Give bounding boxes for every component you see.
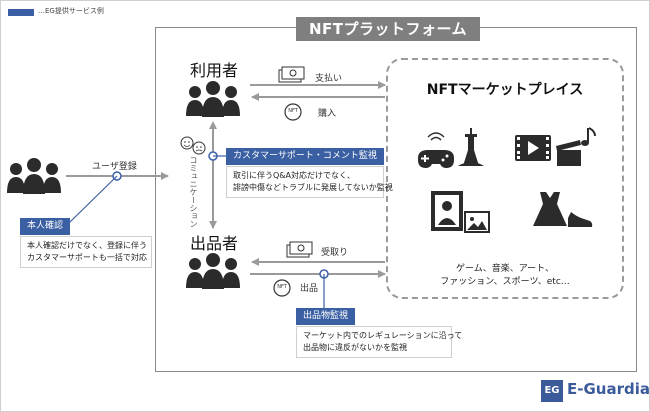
brand-name: E-Guardian (567, 380, 650, 398)
image-icon (464, 211, 490, 233)
communication-label: コミュニケーション (189, 156, 198, 228)
sneaker-icon (568, 212, 593, 227)
game-controller-icon (418, 132, 454, 168)
money-bills-icon-receive (286, 241, 313, 258)
pay-label: 支払い (315, 74, 343, 84)
nft-coin-icon-list (273, 279, 291, 297)
seller-label: 出品者 (190, 234, 239, 253)
music-note-icon (581, 127, 596, 146)
support-note-line1: 取引に伴うQ&A対応だけでなく、 (233, 171, 356, 180)
nft-coin-icon-buy (284, 103, 302, 121)
chat-faces-icon (180, 136, 206, 155)
support-service-note: 取引に伴うQ&A対応だけでなく、 誹謗中傷などトラブルに発展してないか監視 (226, 166, 393, 198)
buy-label: 購入 (318, 109, 337, 119)
marketplace-categories-line2: ファッション、スポーツ、etc… (440, 277, 570, 287)
support-note-line2: 誹謗中傷などトラブルに発展してないか監視 (233, 183, 393, 192)
kyc-leader-line (69, 175, 118, 223)
platform-title: NFTプラットフォーム (296, 17, 480, 41)
nft-coin-label-buy: NFT (288, 108, 298, 114)
kyc-service-note: 本人確認だけでなく、登録に伴う カスタマーサポートも一括で対応 (20, 236, 152, 268)
listing-service-label: 出品物監視 (296, 308, 356, 325)
nft-coin-label-list: NFT (277, 284, 287, 290)
seller-group-icon (186, 253, 240, 289)
listing-note-line2: 出品物に違反がないかを監視 (303, 343, 407, 352)
dress-icon (533, 192, 567, 226)
picture-frame-icon (431, 191, 463, 231)
kyc-note-line2: カスタマーサポートも一括で対応 (27, 253, 147, 262)
clapperboard-icon (556, 140, 581, 166)
buyer-group-icon (186, 81, 240, 117)
support-service-label: カスタマーサポート・コメント監視 (226, 148, 384, 165)
user-group-icon (7, 158, 61, 194)
kyc-note-line1: 本人確認だけでなく、登録に伴う (27, 241, 147, 250)
money-bills-icon-pay (278, 66, 305, 83)
marketplace-categories-line1: ゲーム、音楽、アート、 (455, 264, 554, 274)
marketplace-title: NFTマーケットプレイス (426, 82, 584, 98)
listing-note-line1: マーケット内でのレギュレーションに沿って (303, 331, 463, 340)
marketplace-box (386, 58, 624, 299)
legend-text: …EG提供サービス例 (38, 7, 104, 15)
list-label: 出品 (300, 284, 319, 294)
receive-label: 受取り (321, 248, 349, 258)
user-register-label: ユーザ登録 (92, 162, 137, 172)
listing-service-note: マーケット内でのレギュレーションに沿って 出品物に違反がないかを監視 (296, 326, 463, 358)
kyc-service-label: 本人確認 (20, 218, 71, 235)
buyer-label: 利用者 (190, 61, 239, 80)
legend-swatch (8, 9, 34, 16)
film-strip-icon (515, 135, 551, 161)
brand-logo: EG (541, 380, 563, 402)
tower-icon (458, 128, 484, 166)
